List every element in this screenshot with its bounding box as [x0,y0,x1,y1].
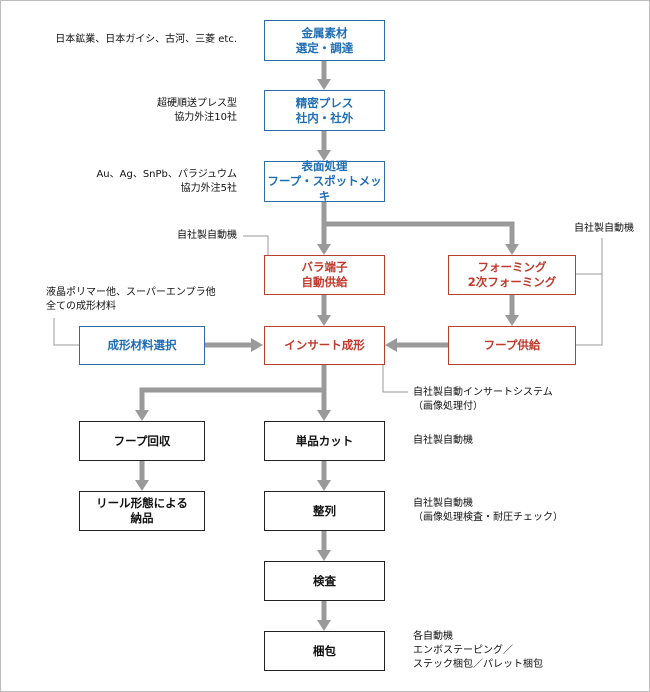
box-single-cut: 単品カット [264,421,385,461]
note-resin: 液晶ポリマー他、スーパーエンプラ他 全ての成形材料 [46,286,216,314]
arrow-hoop-insert-head [385,338,397,352]
note-align: 自社製自動機 （画像処理検査・耐圧チェック） [413,497,563,525]
box-bara-line2: 自動供給 [301,275,348,289]
box-press-line1: 精密プレス [295,95,354,110]
box-pack-line1: 梱包 [313,643,336,658]
note-material: 日本鉱業、日本ガイシ、古河、三菱 etc. [55,33,237,47]
box-hoop-supply: フープ供給 [448,326,576,365]
box-inspect-line1: 検査 [313,573,336,588]
connector-hoop-note [576,274,603,346]
box-forming: フォーミング 2次フォーミング [448,255,576,295]
box-press-line2: 社内・社外 [295,110,354,125]
box-insert: インサート成形 [264,326,385,365]
box-press: 精密プレス 社内・社外 [264,90,385,131]
box-hoop-supply-line1: フープ供給 [483,338,541,352]
arrow-inspect-pack-head [317,620,331,631]
connector-forming-note [576,238,603,275]
connector-bara-note [243,235,269,255]
box-reel-line2: 納品 [130,511,154,525]
note-press-line1: 超硬順送プレス型 [157,98,237,109]
box-pack: 梱包 [264,631,385,671]
note-forming-line1: 自社製自動機 [574,223,634,234]
note-bara-line1: 自社製自動機 [177,230,237,241]
arrow-insert-collect [139,387,324,411]
box-align: 整列 [264,491,385,531]
arrow-material-press-head [317,79,331,90]
box-insert-line1: インサート成形 [284,338,365,352]
box-hoop-collect: フープ回収 [79,421,205,461]
arrow-align-inspect-head [317,550,331,561]
note-pack-line1: 各自動機 [413,631,453,642]
arrow-surface-bara-head [317,244,331,255]
note-press-line2: 協力外注10社 [174,112,237,123]
note-insert-line1: 自社製自動インサートシステム [413,387,553,398]
box-reel: リール形態による 納品 [79,491,205,531]
note-insert-line2: （画像処理付） [413,401,483,412]
note-surface-line1: Au、Ag、SnPb、パラジュウム [96,169,237,180]
box-material-line1: 金属素材 [301,25,348,40]
note-pack: 各自動機 エンボステーピング／ ステック梱包／パレット梱包 [413,630,543,672]
box-material-line2: 選定・調達 [295,40,354,55]
arrow-insert-cut-head [317,410,331,421]
note-pack-line2: エンボステーピング／ [413,645,513,656]
box-bara: バラ端子 自動供給 [264,255,385,295]
note-material-line1: 日本鉱業、日本ガイシ、古河、三菱 etc. [55,34,237,45]
box-surface: 表面処理 フープ・スポットメッキ [264,159,385,203]
note-align-line1: 自社製自動機 [413,498,473,509]
note-pack-line3: ステック梱包／パレット梱包 [413,659,543,670]
arrow-collect-reel-head [135,480,149,491]
box-align-line1: 整列 [313,503,336,518]
box-inspect: 検査 [264,561,385,601]
box-material: 金属素材 選定・調達 [264,20,385,61]
arrow-forming-hoop-head [505,315,519,326]
note-align-line2: （画像処理検査・耐圧チェック） [413,512,563,523]
arrow-select-insert-head [251,338,263,352]
box-single-cut-line1: 単品カット [295,433,354,448]
note-single-cut-line1: 自社製自動機 [413,435,473,446]
note-surface: Au、Ag、SnPb、パラジュウム 協力外注5社 [96,168,237,196]
arrow-surface-forming [324,221,515,245]
box-surface-line1: 表面処理 [301,159,348,173]
arrow-cut-align-head [317,480,331,491]
note-press: 超硬順送プレス型 協力外注10社 [157,97,237,125]
box-surface-line2: フープ・スポットメッキ [267,174,382,203]
connector-resin-note [53,318,79,346]
note-forming: 自社製自動機 [574,222,634,236]
box-bara-line1: バラ端子 [301,260,348,274]
arrow-insert-collect-head [135,410,149,421]
note-insert: 自社製自動インサートシステム （画像処理付） [413,386,553,414]
box-reel-line1: リール形態による [96,496,188,510]
box-forming-line1: フォーミング [477,260,547,274]
box-forming-line2: 2次フォーミング [467,275,557,289]
note-bara: 自社製自動機 [177,229,237,243]
note-single-cut: 自社製自動機 [413,434,473,448]
note-resin-line2: 全ての成形材料 [46,301,116,312]
box-material-select: 成形材料選択 [79,326,205,365]
arrow-bara-insert-head [317,315,331,326]
box-material-select-line1: 成形材料選択 [107,338,177,352]
arrow-surface-forming-head [505,244,519,255]
note-resin-line1: 液晶ポリマー他、スーパーエンプラ他 [46,287,216,298]
connector-insert-note [382,364,408,393]
box-hoop-collect-line1: フープ回収 [113,433,171,448]
arrow-press-surface-head [317,150,331,161]
note-surface-line2: 協力外注5社 [180,183,237,194]
